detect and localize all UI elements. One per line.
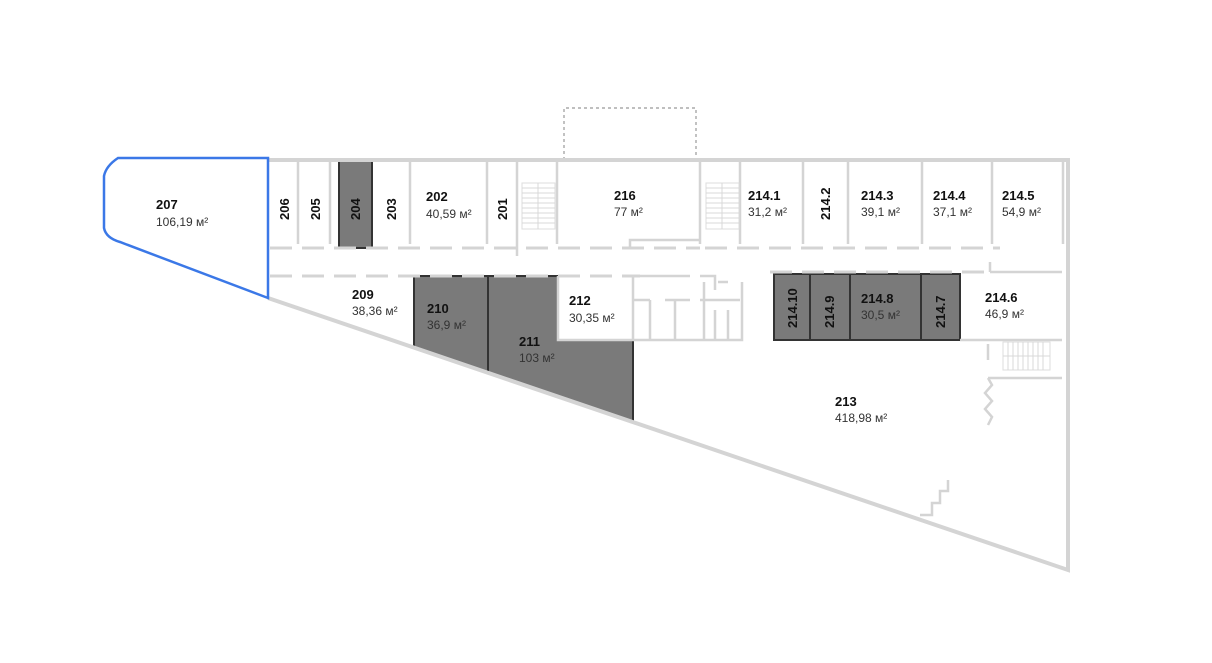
room-204-number: 204 bbox=[348, 198, 363, 220]
room-214-4-number: 214.4 bbox=[933, 188, 966, 203]
room-214-5-area: 54,9 м² bbox=[1002, 205, 1041, 219]
room-214-5-number: 214.5 bbox=[1002, 188, 1035, 203]
room-213-number: 213 bbox=[835, 394, 857, 409]
room-214-8-area: 30,5 м² bbox=[861, 308, 900, 322]
room-211-number: 211 bbox=[519, 334, 540, 349]
room-213-area: 418,98 м² bbox=[835, 411, 887, 425]
room-210-area: 36,9 м² bbox=[427, 318, 466, 332]
room-209-area: 38,36 м² bbox=[352, 304, 398, 318]
room-214-1-area: 31,2 м² bbox=[748, 205, 787, 219]
room-203-number: 203 bbox=[384, 198, 399, 220]
room-211-area: 103 м² bbox=[519, 351, 555, 365]
room-214-8-shape[interactable] bbox=[849, 273, 922, 341]
annex-outline bbox=[563, 107, 697, 160]
room-214-4-area: 37,1 м² bbox=[933, 205, 972, 219]
room-207-area: 106,19 м² bbox=[156, 215, 208, 229]
room-labels: 207 106,19 м² 206 205 204 203 202 40,59 … bbox=[156, 187, 1041, 425]
room-214-7-shape[interactable] bbox=[920, 273, 961, 341]
room-207-number: 207 bbox=[156, 197, 178, 212]
room-212-number: 212 bbox=[569, 293, 591, 308]
room-214-7-number: 214.7 bbox=[933, 295, 948, 328]
room-214-1-number: 214.1 bbox=[748, 188, 781, 203]
room-214-8-number: 214.8 bbox=[861, 291, 894, 306]
room-209-number: 209 bbox=[352, 287, 374, 302]
room-202-number: 202 bbox=[426, 189, 448, 204]
room-211-shape[interactable] bbox=[487, 275, 634, 424]
room-216-area: 77 м² bbox=[614, 205, 643, 219]
room-201-number: 201 bbox=[495, 198, 510, 220]
room-216-number: 216 bbox=[614, 188, 636, 203]
room-214-6-area: 46,9 м² bbox=[985, 307, 1024, 321]
walls bbox=[267, 158, 1070, 573]
room-214-2-number: 214.2 bbox=[818, 187, 833, 220]
room-206-number: 206 bbox=[277, 198, 292, 220]
room-214-3-number: 214.3 bbox=[861, 188, 894, 203]
room-205-number: 205 bbox=[308, 198, 323, 220]
room-210-number: 210 bbox=[427, 301, 449, 316]
room-214-9-shape[interactable] bbox=[809, 273, 851, 341]
room-214-6-number: 214.6 bbox=[985, 290, 1018, 305]
room-202-area: 40,59 м² bbox=[426, 207, 472, 221]
room-214-9-number: 214.9 bbox=[822, 295, 837, 328]
room-214-3-area: 39,1 м² bbox=[861, 205, 900, 219]
stairs-icon bbox=[521, 182, 1051, 371]
room-214-10-shape[interactable] bbox=[773, 273, 811, 341]
room-214-10-number: 214.10 bbox=[785, 288, 800, 328]
room-207-shape[interactable] bbox=[102, 156, 270, 300]
room-212-area: 30,35 м² bbox=[569, 311, 615, 325]
